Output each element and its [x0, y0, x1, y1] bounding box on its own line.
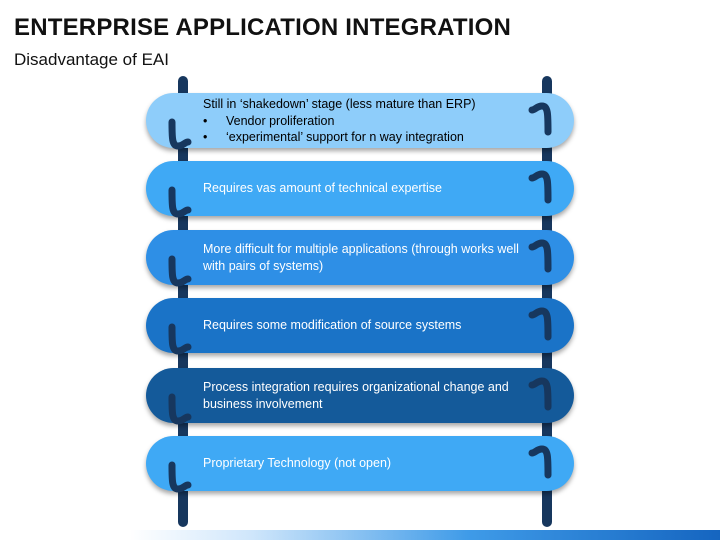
rung-3-text: More difficult for multiple applications…	[203, 241, 519, 273]
rung-5: Process integration requires organizatio…	[146, 368, 574, 423]
slide-title: ENTERPRISE APPLICATION INTEGRATION	[14, 14, 512, 41]
hook-left-1-icon	[168, 118, 192, 150]
hook-right-4-icon	[528, 307, 552, 341]
rung-4-text: Requires some modification of source sys…	[203, 318, 462, 332]
rung-1-heading: Still in ‘shakedown’ stage (less mature …	[203, 97, 476, 111]
footer-gradient-bar	[0, 530, 720, 540]
hook-right-2-icon	[528, 170, 552, 204]
hook-left-5-icon	[168, 393, 192, 425]
rung-3: More difficult for multiple applications…	[146, 230, 574, 285]
hook-right-5-icon	[528, 377, 552, 411]
slide-subtitle: Disadvantage of EAI	[14, 50, 169, 69]
hook-left-2-icon	[168, 186, 192, 218]
rung-4: Requires some modification of source sys…	[146, 298, 574, 353]
hook-left-3-icon	[168, 255, 192, 287]
rung-1-bullet-1: Vendor proliferation	[203, 113, 534, 129]
hook-right-6-icon	[528, 445, 552, 479]
rung-1-bullet-2: ‘experimental’ support for n way integra…	[203, 129, 534, 145]
rung-5-text: Process integration requires organizatio…	[203, 379, 509, 411]
hook-left-6-icon	[168, 461, 192, 493]
rung-6: Proprietary Technology (not open)	[146, 436, 574, 491]
rung-6-text: Proprietary Technology (not open)	[203, 456, 392, 470]
hook-left-4-icon	[168, 323, 192, 355]
rung-2: Requires vas amount of technical experti…	[146, 161, 574, 216]
hook-right-1-icon	[528, 102, 552, 136]
rung-2-text: Requires vas amount of technical experti…	[203, 181, 443, 195]
rung-1-bullets: Vendor proliferation ‘experimental’ supp…	[203, 113, 534, 145]
rung-1: Still in ‘shakedown’ stage (less mature …	[146, 93, 574, 148]
hook-right-3-icon	[528, 239, 552, 273]
